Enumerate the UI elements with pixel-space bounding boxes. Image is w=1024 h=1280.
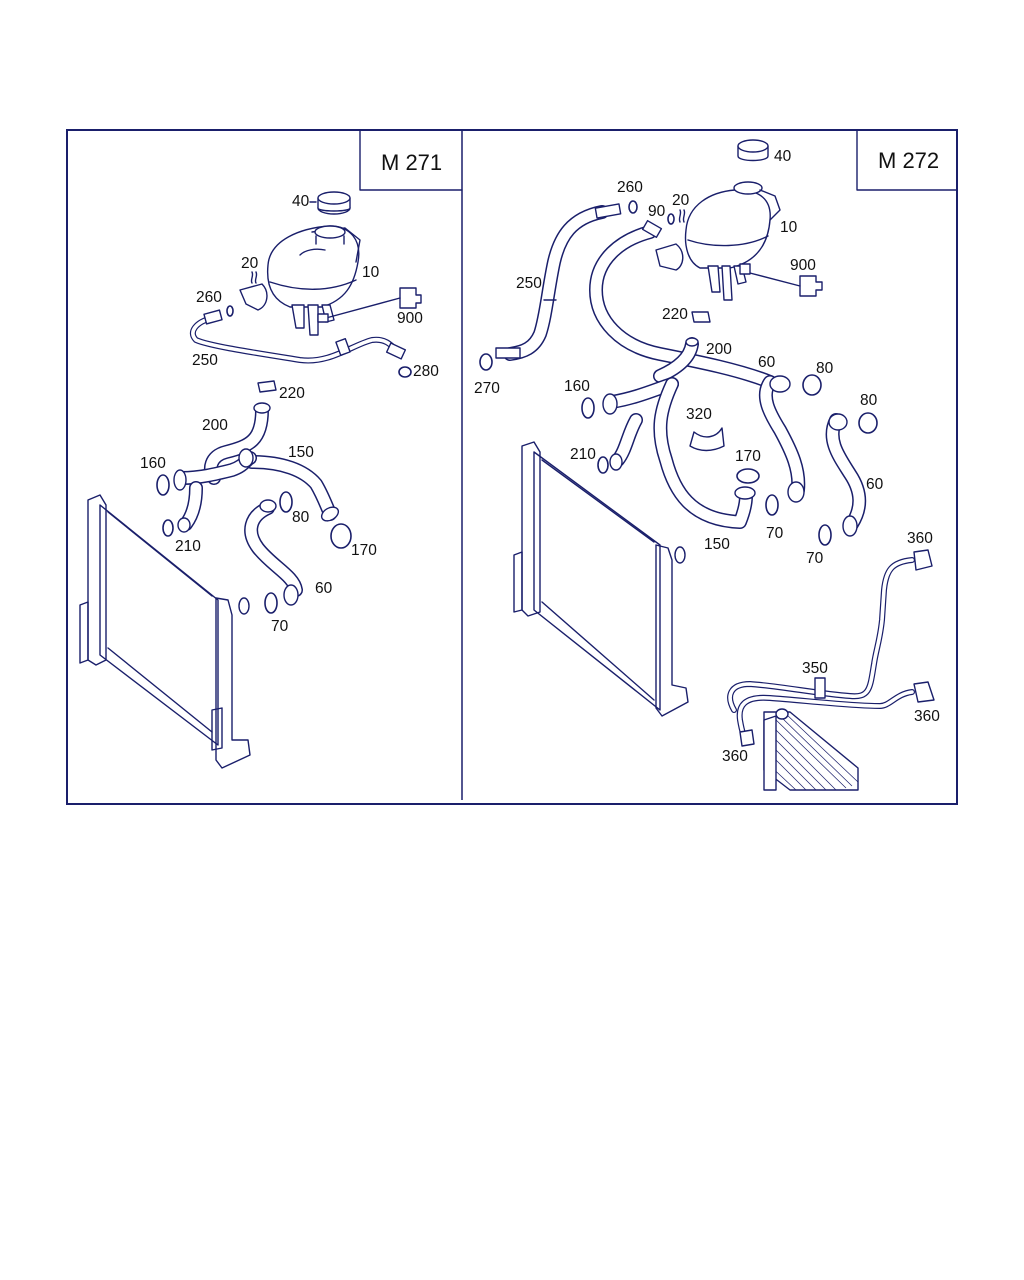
callout-80-upper-m272: 80 [816,360,834,377]
callout-20-m272: 20 [672,192,690,209]
ring-170-m272 [736,468,760,484]
callout-900-m271: 900 [397,310,423,327]
engine-label-m272: M 272 [878,148,939,173]
hose-250-m271 [189,309,407,364]
washer-260-m272 [628,200,638,214]
ring-160-m272 [581,397,595,419]
callout-80-m271: 80 [292,509,310,526]
washer-90-m272 [667,213,675,225]
callout-170-m272: 170 [735,448,761,465]
callout-250-m272: 250 [516,275,542,292]
bracket-320-m272 [689,427,725,452]
ring-210-m271 [162,519,174,537]
ring-160-m271 [156,474,170,496]
radiator-m272 [513,441,689,717]
engine-label-box-m272: M 272 [856,129,958,191]
ring-70-lower-m272 [818,524,832,546]
callout-160-m272: 160 [564,378,590,395]
callout-20-m271: 20 [241,255,259,272]
hose-250-m272 [495,203,622,361]
ring-210-m272 [597,456,609,474]
callout-220-m272: 220 [662,306,688,323]
callout-70-lower-m272: 70 [806,550,824,567]
callout-60-upper-m272: 60 [758,354,776,371]
callout-40-m271: 40 [292,193,310,210]
hose-60-upper-m272 [758,375,806,503]
callout-60-lower-m272: 60 [866,476,884,493]
expansion-tank-10-m272 [684,181,781,301]
hose-150-m272 [653,377,756,529]
callout-260-m272: 260 [617,179,643,196]
callout-900-m272: 900 [790,257,816,274]
callout-80-lower-m272: 80 [860,392,878,409]
ring-80-lower-m272 [858,412,878,434]
callout-360-top-m272: 360 [907,530,933,547]
callout-60-m271: 60 [315,580,333,597]
radiator-m271 [79,494,251,769]
callout-150-m272: 150 [704,536,730,553]
callout-360-right-m272: 360 [914,708,940,725]
clamp-360-right-m272 [913,681,935,703]
clip-20 [250,271,258,284]
callout-70-upper-m272: 70 [766,525,784,542]
callout-220-m271: 220 [279,385,305,402]
engine-label-box-m271: M 271 [359,129,463,191]
callout-360-bottom-m272: 360 [722,748,748,765]
hose-60-lower-m272 [825,413,867,537]
diagram-frame [66,129,958,805]
panel-m271: 40 20 10 260 900 250 280 220 200 150 160… [79,191,439,769]
clamp-360-top-m272 [913,549,933,571]
clip-20-m272 [678,209,686,223]
ring-70-m271 [264,592,278,614]
callout-270-m272: 270 [474,380,500,397]
sensor-900-m272 [739,263,823,297]
panel-m272: 40 260 20 90 10 900 250 220 200 270 60 8… [474,139,940,791]
callout-10-m272: 10 [780,219,798,236]
callout-210-m271: 210 [175,538,201,555]
callout-170-m271: 170 [351,542,377,559]
callout-200-m271: 200 [202,417,228,434]
cap-40 [317,191,351,215]
vent-hose-m272 [589,219,777,389]
callout-70-m271: 70 [271,618,289,635]
engine-label-m271: M 271 [381,150,442,175]
hose-60-m271 [244,499,303,606]
pipe-350-m272 [727,557,915,745]
callout-10-m271: 10 [362,264,380,281]
callout-40-m272: 40 [774,148,792,165]
sensor-900 [317,287,422,323]
callout-320-m272: 320 [686,406,712,423]
expansion-tank-10 [266,225,361,336]
callout-200-m272: 200 [706,341,732,358]
callout-350-m272: 350 [802,660,828,677]
clamp-220 [257,380,277,393]
ring-170-m271 [330,523,352,549]
ring-80-upper-m272 [802,374,822,396]
clamp-220-m272 [691,311,711,323]
callout-210-m272: 210 [570,446,596,463]
cap-40-m272 [737,139,769,162]
callout-280-m271: 280 [413,363,439,380]
ring-70-upper-m272 [765,494,779,516]
hose-160-m271 [173,448,257,533]
clamp-360-bottom-m272 [739,729,755,747]
ring-80-m271 [279,491,293,513]
tank-bracket-m272 [655,243,684,271]
tank-bracket [239,283,268,311]
ring-280 [398,366,412,378]
callout-150-m271: 150 [288,444,314,461]
oil-cooler-m272 [763,708,859,791]
washer-260 [226,305,234,317]
callout-250-m271: 250 [192,352,218,369]
callout-260-m271: 260 [196,289,222,306]
pipe-200-m272 [653,337,699,383]
callout-160-m271: 160 [140,455,166,472]
ring-270-m272 [479,353,493,371]
callout-90-m272: 90 [648,203,666,220]
hose-150-m271 [245,455,340,522]
